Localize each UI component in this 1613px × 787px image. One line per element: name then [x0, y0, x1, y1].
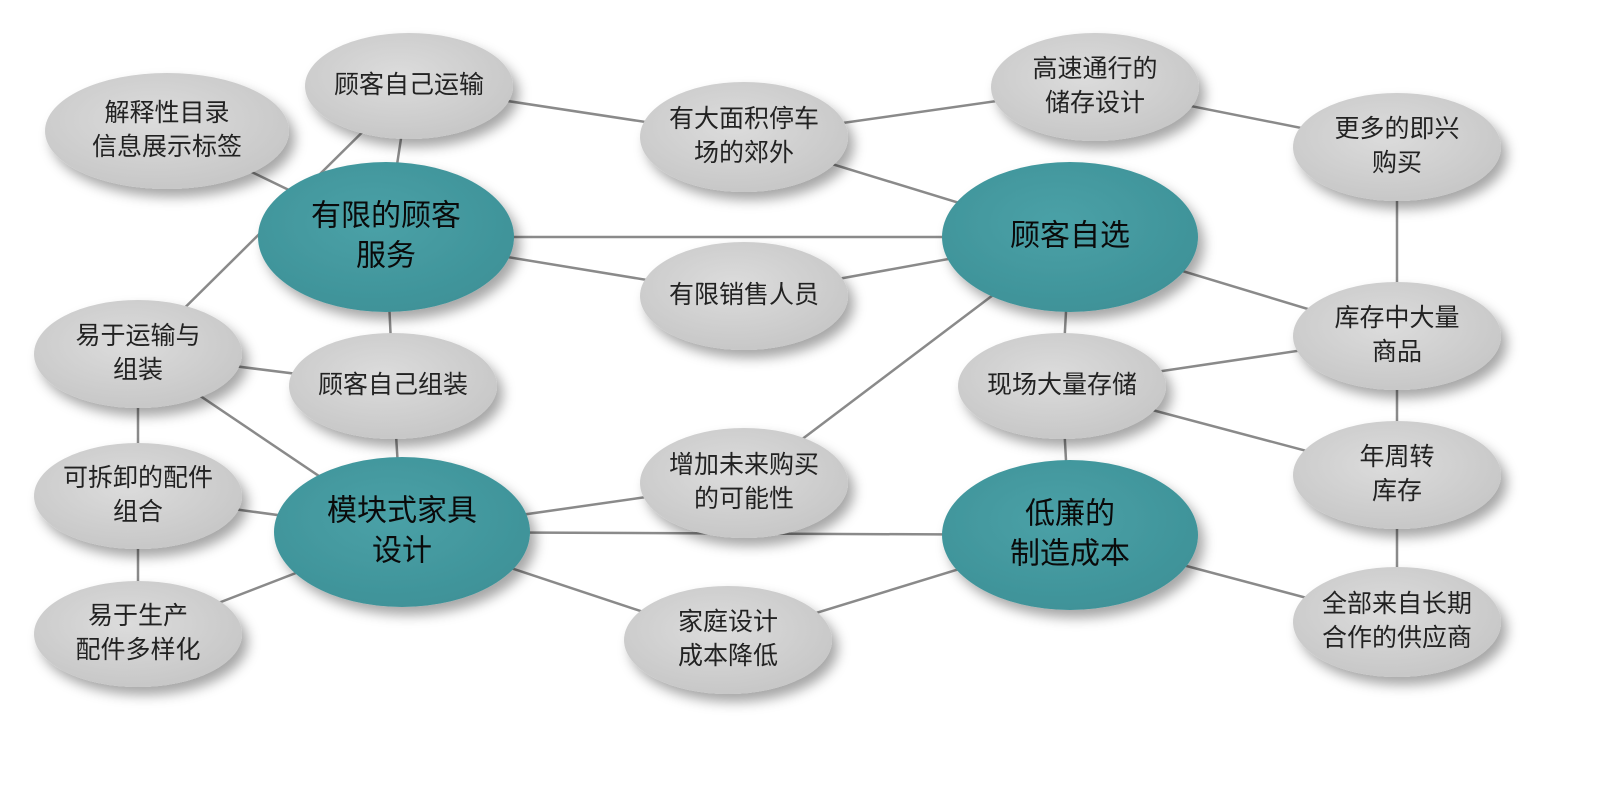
node-label: 增加未来购买 — [669, 450, 819, 479]
node-label: 易于运输与 — [75, 321, 200, 350]
node-shape — [1293, 421, 1501, 529]
node-label: 信息展示标签 — [92, 132, 242, 161]
node-label: 库存中大量 — [1334, 303, 1459, 332]
concept-node-xianchang: 现场大量存储 — [958, 333, 1166, 439]
node-shape — [1293, 282, 1501, 390]
node-label: 家庭设计 — [678, 607, 778, 636]
node-shape — [274, 457, 530, 607]
node-shape — [1293, 567, 1501, 677]
concept-node-xiaoshou: 有限销售人员 — [640, 242, 848, 350]
node-label: 易于生产 — [88, 601, 188, 630]
node-label: 更多的即兴 — [1334, 114, 1459, 143]
node-shape — [640, 242, 848, 350]
node-label: 年周转 — [1359, 442, 1434, 471]
node-shape — [34, 443, 242, 549]
node-shape — [289, 333, 497, 439]
node-label: 顾客自己运输 — [334, 70, 484, 99]
node-label: 设计 — [372, 534, 432, 569]
node-label: 制造成本 — [1010, 537, 1130, 572]
node-label: 库存 — [1372, 476, 1422, 505]
node-label: 合作的供应商 — [1322, 623, 1472, 652]
node-label: 的可能性 — [694, 484, 794, 513]
node-shape — [34, 300, 242, 408]
concept-nodes: 解释性目录信息展示标签顾客自己运输有大面积停车场的郊外高速通行的储存设计更多的即… — [34, 33, 1501, 694]
node-label: 成本降低 — [678, 641, 778, 670]
node-label: 配件多样化 — [75, 635, 200, 664]
node-label: 顾客自选 — [1010, 219, 1130, 254]
major-node-zixuan: 顾客自选 — [942, 162, 1198, 312]
node-shape — [991, 33, 1199, 141]
node-shape — [45, 73, 289, 189]
node-label: 高速通行的 — [1032, 54, 1157, 83]
node-shape — [942, 460, 1198, 610]
node-label: 组装 — [113, 355, 163, 384]
concept-node-yunshu: 顾客自己运输 — [305, 33, 513, 139]
node-shape — [1293, 93, 1501, 201]
node-label: 组合 — [113, 497, 163, 526]
node-shape — [958, 333, 1166, 439]
concept-node-zuzhuang: 顾客自己组装 — [289, 333, 497, 439]
node-label: 解释性目录 — [104, 98, 229, 127]
node-shape — [258, 162, 514, 312]
node-label: 全部来自长期 — [1322, 589, 1472, 618]
node-label: 购买 — [1372, 148, 1422, 177]
node-shape — [640, 82, 848, 192]
node-label: 顾客自己组装 — [318, 370, 468, 399]
node-label: 模块式家具 — [327, 494, 477, 529]
node-label: 有限销售人员 — [669, 280, 819, 309]
node-label: 商品 — [1372, 337, 1422, 366]
node-label: 储存设计 — [1045, 88, 1145, 117]
node-label: 有限的顾客 — [311, 199, 461, 234]
node-shape — [305, 33, 513, 139]
node-shape — [942, 162, 1198, 312]
node-label: 低廉的 — [1025, 497, 1115, 532]
node-label: 可拆卸的配件 — [63, 463, 213, 492]
node-shape — [624, 586, 832, 694]
node-label: 现场大量存储 — [987, 370, 1137, 399]
node-label: 服务 — [356, 239, 416, 274]
node-shape — [640, 428, 848, 538]
node-shape — [34, 581, 242, 687]
node-label: 有大面积停车 — [669, 104, 819, 133]
node-label: 场的郊外 — [694, 138, 794, 167]
